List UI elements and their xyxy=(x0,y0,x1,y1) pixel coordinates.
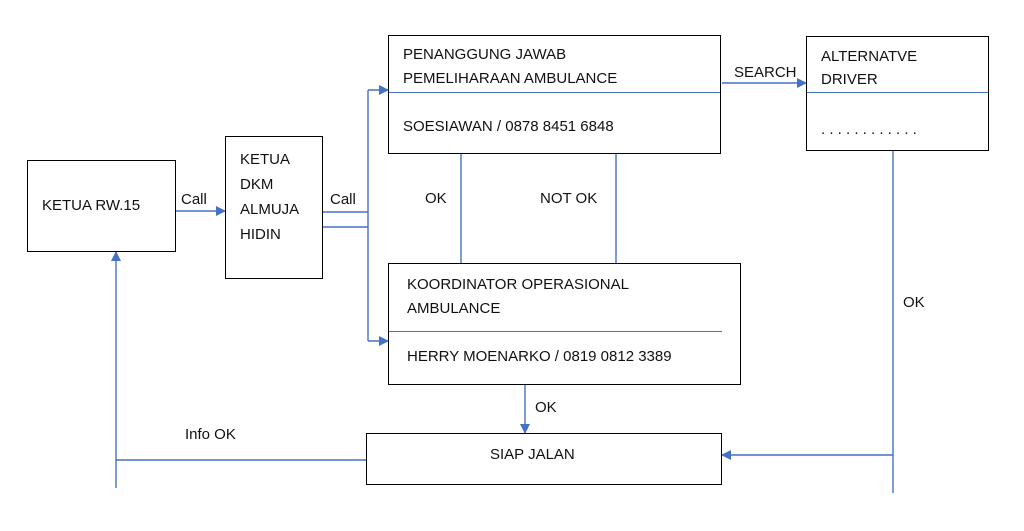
pj-title-line-2: PEMELIHARAAN AMBULANCE xyxy=(403,70,618,87)
edge-label-ok-koordinator: OK xyxy=(535,399,557,416)
ketua-dkm-line-4: HIDIN xyxy=(240,226,281,243)
ketua-rw-label: KETUA RW.15 xyxy=(42,197,141,214)
edge-label-search: SEARCH xyxy=(734,64,797,81)
edge-label-call-2: Call xyxy=(330,191,356,208)
edge-label-ok-down: OK xyxy=(425,190,447,207)
alt-driver-title-line-1: ALTERNATVE xyxy=(821,48,918,65)
koordinator-title-line-2: AMBULANCE xyxy=(407,300,501,317)
siap-jalan-box: SIAP JALAN xyxy=(366,433,722,485)
edge-label-info-ok: Info OK xyxy=(185,426,236,443)
alt-driver-contact: . . . . . . . . . . . . xyxy=(821,121,917,138)
koordinator-box: KOORDINATOR OPERASIONAL AMBULANCE HERRY … xyxy=(388,263,741,385)
ketua-dkm-line-2: DKM xyxy=(240,176,274,193)
koordinator-contact: HERRY MOENARKO / 0819 0812 3389 xyxy=(407,348,672,365)
koordinator-title-line-1: KOORDINATOR OPERASIONAL xyxy=(407,276,629,293)
siap-jalan-label: SIAP JALAN xyxy=(490,446,575,463)
edge-label-ok-right: OK xyxy=(903,294,925,311)
pj-divider xyxy=(389,92,720,93)
edge-label-not-ok: NOT OK xyxy=(540,190,598,207)
ketua-dkm-box: KETUA DKM ALMUJA HIDIN xyxy=(225,136,323,279)
pj-contact: SOESIAWAN / 0878 8451 6848 xyxy=(403,118,614,135)
alt-driver-divider xyxy=(807,92,988,93)
koordinator-divider xyxy=(389,331,722,332)
pj-title-line-1: PENANGGUNG JAWAB xyxy=(403,46,567,63)
ketua-dkm-line-3: ALMUJA xyxy=(240,201,300,218)
ketua-dkm-line-1: KETUA xyxy=(240,151,291,168)
pj-pemeliharaan-box: PENANGGUNG JAWAB PEMELIHARAAN AMBULANCE … xyxy=(388,35,721,154)
alternative-driver-box: ALTERNATVE DRIVER . . . . . . . . . . . … xyxy=(806,36,989,151)
alt-driver-title-line-2: DRIVER xyxy=(821,71,878,88)
edge-label-call-1: Call xyxy=(181,191,207,208)
ketua-rw-box: KETUA RW.15 xyxy=(27,160,176,252)
